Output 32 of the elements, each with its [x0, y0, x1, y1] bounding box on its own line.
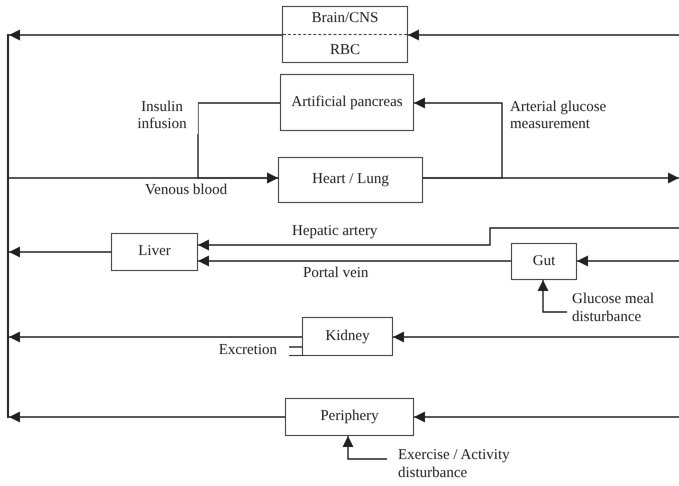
organ-box: [282, 6, 408, 63]
organ-label: Artificial pancreas: [291, 94, 403, 112]
organ-box: [278, 157, 423, 203]
arrow: [9, 412, 285, 422]
disturbance-label: Exercise / Activity disturbance: [398, 446, 511, 482]
arrow: [538, 280, 567, 313]
outflow-label: Excretion: [218, 341, 277, 359]
arrow: [577, 256, 679, 266]
organ-label: Kidney: [325, 328, 370, 346]
disturbance-label: Glucose meal disturbance: [572, 290, 656, 326]
arrow: [408, 30, 679, 40]
arrow: [9, 246, 111, 258]
organ-label: Heart / Lung: [312, 171, 389, 189]
organ-box: [511, 243, 577, 280]
arrow: [9, 30, 282, 40]
arrow: [197, 102, 280, 184]
controller-box: [280, 74, 414, 131]
arrow: [414, 412, 679, 422]
organ-label: Brain/CNS: [312, 10, 378, 28]
organ-label: Gut: [532, 252, 556, 270]
organ-label: Liver: [138, 243, 171, 261]
arrow: [342, 436, 387, 460]
arrow: [414, 98, 503, 179]
organ-box: [111, 233, 198, 271]
organ-box: [285, 398, 414, 436]
arrow: [393, 332, 679, 342]
arrow: [198, 227, 679, 250]
arrow: [9, 332, 302, 342]
organ-label: Periphery: [320, 408, 379, 426]
organ-label: RBC: [330, 42, 360, 59]
collector-line: [7, 34, 9, 418]
arrow: [198, 256, 511, 266]
